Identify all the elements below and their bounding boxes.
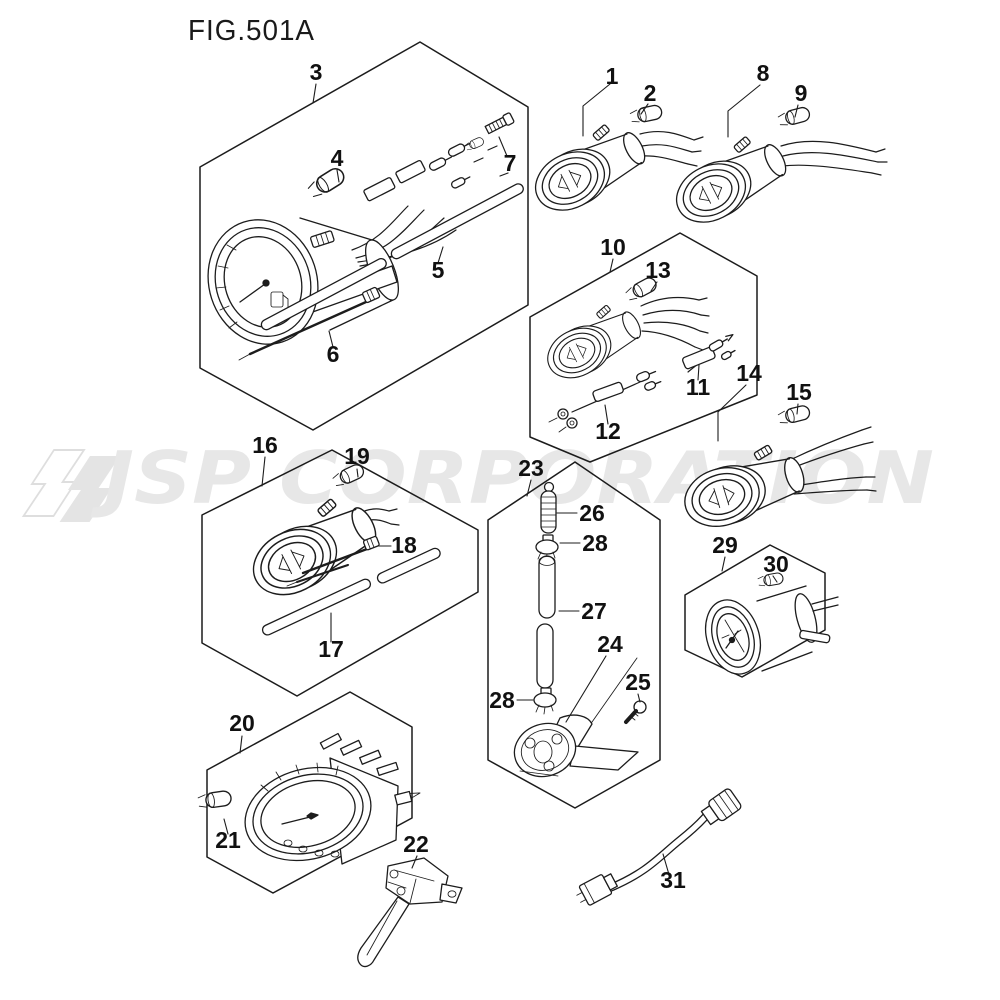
part-label-25: 25 <box>625 669 651 695</box>
bulb-21 <box>197 789 233 810</box>
section-box-10 <box>529 232 758 463</box>
leader-15 <box>796 403 799 415</box>
leader-5 <box>437 246 444 264</box>
part-label-28-bottom: 28 <box>489 687 515 713</box>
gauge-16 <box>237 485 400 608</box>
part-label-10: 10 <box>600 234 626 260</box>
leader-7 <box>498 136 508 157</box>
figure-title: FIG.501A <box>188 15 315 47</box>
fuel-gauge-3 <box>207 142 509 345</box>
gauge-14 <box>674 426 877 536</box>
leader-20 <box>239 735 243 754</box>
part-label-28-top: 28 <box>582 530 608 556</box>
leader-19 <box>356 468 359 478</box>
part-label-6: 6 <box>327 341 340 367</box>
part-label-20: 20 <box>229 710 255 736</box>
part-label-16: 16 <box>252 432 278 458</box>
tube-5 <box>260 183 524 331</box>
leader-16 <box>261 456 266 487</box>
part-label-5: 5 <box>432 257 445 283</box>
section-box-29 <box>684 544 826 678</box>
leader-31 <box>662 853 671 879</box>
cable-tie-6 <box>238 286 381 361</box>
leader-22 <box>411 855 418 869</box>
part-label-18: 18 <box>391 532 417 558</box>
leader-12 <box>604 404 609 425</box>
leader-23 <box>526 479 532 497</box>
speedometer-20 <box>244 732 421 865</box>
leader-30 <box>772 575 778 583</box>
part-label-19: 19 <box>344 443 370 469</box>
part-label-22: 22 <box>403 831 429 857</box>
screw-7 <box>464 112 515 152</box>
part-label-12: 12 <box>595 418 621 444</box>
part-label-3: 3 <box>310 59 323 85</box>
leader-11 <box>697 364 700 381</box>
part-label-15: 15 <box>786 379 812 405</box>
leader-21 <box>223 818 229 835</box>
part-label-23: 23 <box>518 455 544 481</box>
trim-meter-29 <box>704 585 839 675</box>
bulb-15 <box>776 403 812 427</box>
part-label-26: 26 <box>579 500 605 526</box>
section-box-16 <box>201 449 479 697</box>
bulb-9 <box>776 105 812 129</box>
leader-2 <box>640 103 649 115</box>
leader-9 <box>794 104 799 118</box>
lead-wire-12 <box>548 370 662 433</box>
part-label-30: 30 <box>763 551 789 577</box>
section-box-23 <box>487 461 661 809</box>
part-label-17: 17 <box>318 636 344 662</box>
extension-cable-31 <box>576 788 742 906</box>
leader-25 <box>637 693 641 703</box>
part-label-4: 4 <box>331 145 344 171</box>
leader-10 <box>609 258 614 273</box>
gauge-10 <box>535 295 710 388</box>
screw-25 <box>624 700 647 724</box>
leader-13 <box>650 281 658 292</box>
part-label-9: 9 <box>795 80 808 106</box>
part-label-11: 11 <box>686 374 711 400</box>
leader-24 <box>565 655 607 723</box>
cable-tie-18 <box>301 535 380 575</box>
leader-6 <box>328 330 334 348</box>
gauge-8 <box>662 125 888 235</box>
leader-8 <box>727 84 761 138</box>
leader-14 <box>717 384 747 442</box>
clamp-28-bottom <box>533 687 557 715</box>
part-label-2: 2 <box>644 80 657 106</box>
gauge-1 <box>521 113 704 223</box>
part-label-31: 31 <box>660 867 686 893</box>
spring-26 <box>540 481 557 534</box>
part-label-21: 21 <box>215 827 241 853</box>
section-box-20 <box>206 691 413 894</box>
part-label-1: 1 <box>606 63 619 89</box>
section-box-3 <box>199 41 529 431</box>
part-label-7: 7 <box>504 150 517 176</box>
needle-16 <box>286 564 349 587</box>
leader-29 <box>721 556 726 572</box>
tube-17 <box>261 547 441 636</box>
water-pickup-24 <box>513 657 639 778</box>
leader-4 <box>336 169 340 183</box>
part-label-24: 24 <box>597 631 623 657</box>
part-label-13: 13 <box>645 257 671 283</box>
part-label-29: 29 <box>712 532 738 558</box>
lead-wire-11 <box>682 333 736 373</box>
tube-27 <box>536 555 556 689</box>
part-labels: 1 2 3 4 5 6 7 8 9 10 11 12 13 14 15 16 1… <box>215 59 812 893</box>
leader-3 <box>312 83 317 104</box>
part-label-27: 27 <box>581 598 607 624</box>
jsp-flag-icon <box>21 449 120 522</box>
speedo-pickup-22 <box>357 857 463 968</box>
leader-1 <box>582 83 611 137</box>
part-label-14: 14 <box>736 360 762 386</box>
part-label-8: 8 <box>757 60 770 86</box>
